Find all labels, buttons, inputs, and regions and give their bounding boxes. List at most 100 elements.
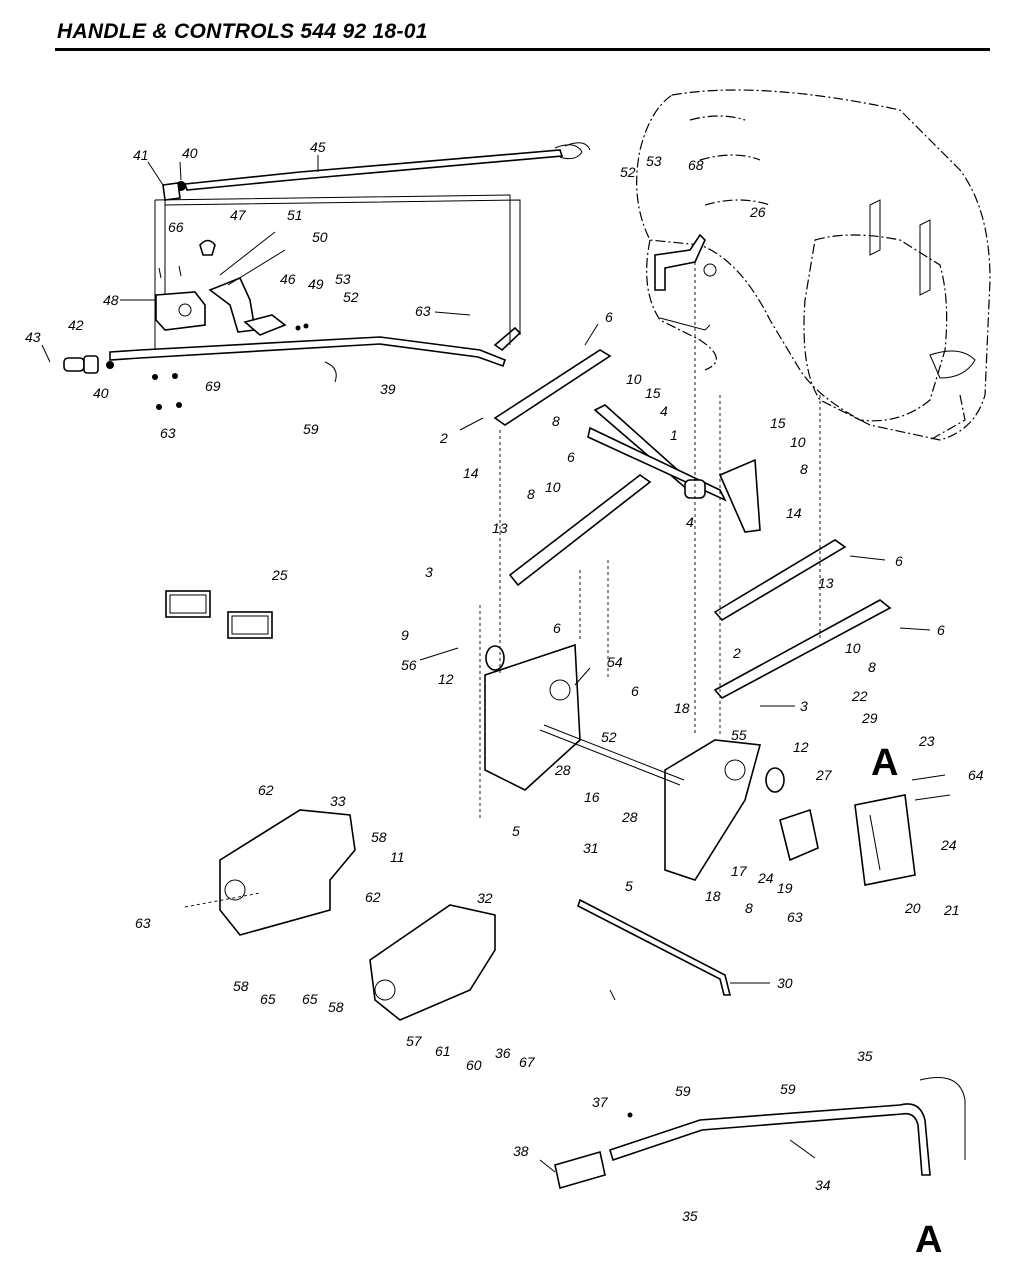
callout-68: 68 (688, 157, 704, 173)
reference-mark-a-lower: A (915, 1219, 942, 1261)
callout-22: 22 (851, 688, 868, 704)
callout-32: 32 (477, 890, 493, 906)
callout-6c: 6 (895, 553, 903, 569)
auger-housing-outline (636, 89, 991, 441)
callout-51: 51 (287, 207, 303, 223)
control-bracket (155, 231, 309, 336)
callout-49: 49 (308, 276, 324, 292)
upper-brackets (152, 182, 337, 410)
callout-21: 21 (943, 902, 960, 918)
callout-8c: 8 (527, 486, 535, 502)
callout-52: 52 (343, 289, 359, 305)
guide-lines (154, 194, 521, 345)
callout-62a: 62 (258, 782, 274, 798)
callout-13a: 13 (492, 520, 508, 536)
callout-15b: 15 (770, 415, 786, 431)
callout-8e: 8 (745, 900, 753, 916)
callout-50: 50 (312, 229, 328, 245)
rod-30 (577, 898, 732, 996)
callout-24a: 24 (940, 837, 957, 853)
side-plates (484, 643, 819, 881)
callout-10d: 10 (845, 640, 861, 656)
callout-58a: 58 (371, 829, 387, 845)
callout-54: 54 (607, 654, 623, 670)
callout-64: 64 (968, 767, 984, 783)
callout-20: 20 (904, 900, 921, 916)
callout-29: 29 (861, 710, 878, 726)
header: HANDLE & CONTROLS 544 92 18-01 (55, 18, 990, 52)
callout-3a: 3 (425, 564, 433, 580)
callout-58c: 58 (328, 999, 344, 1015)
callout-23: 23 (918, 733, 935, 749)
callout-65b: 65 (302, 991, 318, 1007)
title-rule (55, 48, 990, 51)
callout-60: 60 (466, 1057, 482, 1073)
callout-5a: 5 (512, 823, 520, 839)
callout-27: 27 (815, 767, 833, 783)
callout-14a: 14 (463, 465, 479, 481)
callout-24b: 24 (757, 870, 774, 886)
callout-66: 66 (168, 219, 184, 235)
callout-10c: 10 (545, 479, 561, 495)
callout-47: 47 (230, 207, 247, 223)
callout-4b: 4 (686, 514, 694, 530)
callout-8a: 8 (552, 413, 560, 429)
callout-63: 63 (415, 303, 431, 319)
callout-52b: 52 (620, 164, 636, 180)
callout-53b: 53 (646, 153, 662, 169)
callout-69: 69 (205, 378, 221, 394)
callout-63c: 63 (787, 909, 803, 925)
callout-37: 37 (592, 1094, 609, 1110)
callout-57: 57 (406, 1033, 423, 1049)
callout-45: 45 (310, 139, 326, 155)
callout-15a: 15 (645, 385, 661, 401)
callout-6a: 6 (605, 309, 613, 325)
callout-1: 1 (670, 427, 678, 443)
callout-63d: 63 (135, 915, 151, 931)
callout-42: 42 (68, 317, 84, 333)
callout-31: 31 (583, 840, 599, 856)
decals-25 (165, 590, 273, 639)
callout-19: 19 (777, 880, 793, 896)
callout-12b: 12 (793, 739, 809, 755)
callout-6f: 6 (631, 683, 639, 699)
callout-2a: 2 (439, 430, 448, 446)
callout-33: 33 (330, 793, 346, 809)
lower-handle-34 (554, 1077, 966, 1190)
callout-39: 39 (380, 381, 396, 397)
callout-35a: 35 (857, 1048, 873, 1064)
callout-10a: 10 (626, 371, 642, 387)
callout-6b: 6 (567, 449, 575, 465)
callout-5b: 5 (625, 878, 633, 894)
callout-58b: 58 (233, 978, 249, 994)
callout-46: 46 (280, 271, 296, 287)
callout-53: 53 (335, 271, 351, 287)
callout-40: 40 (182, 145, 198, 161)
callout-56: 56 (401, 657, 417, 673)
callout-18: 18 (674, 700, 690, 716)
handle-grip (63, 355, 114, 374)
callout-43: 43 (25, 329, 41, 345)
page-title: HANDLE & CONTROLS 544 92 18-01 (57, 20, 428, 43)
callout-35b: 35 (682, 1208, 698, 1224)
callout-11: 11 (390, 849, 405, 865)
callout-6d: 6 (553, 620, 561, 636)
lower-panel-33 (184, 809, 356, 936)
callout-3b: 3 (800, 698, 808, 714)
callout-6e: 6 (937, 622, 945, 638)
callout-30: 30 (777, 975, 793, 991)
lower-panel-32 (369, 904, 496, 1021)
callout-61: 61 (435, 1043, 451, 1059)
callout-62b: 62 (365, 889, 381, 905)
callout-14b: 14 (786, 505, 802, 521)
callout-41: 41 (133, 147, 149, 163)
callout-4a: 4 (660, 403, 668, 419)
callout-34: 34 (815, 1177, 831, 1193)
callout-10b: 10 (790, 434, 806, 450)
callout-63b: 63 (160, 425, 176, 441)
callout-59b: 59 (675, 1083, 691, 1099)
callout-40b: 40 (93, 385, 109, 401)
callout-59c: 59 (780, 1081, 796, 1097)
callout-8d: 8 (868, 659, 876, 675)
